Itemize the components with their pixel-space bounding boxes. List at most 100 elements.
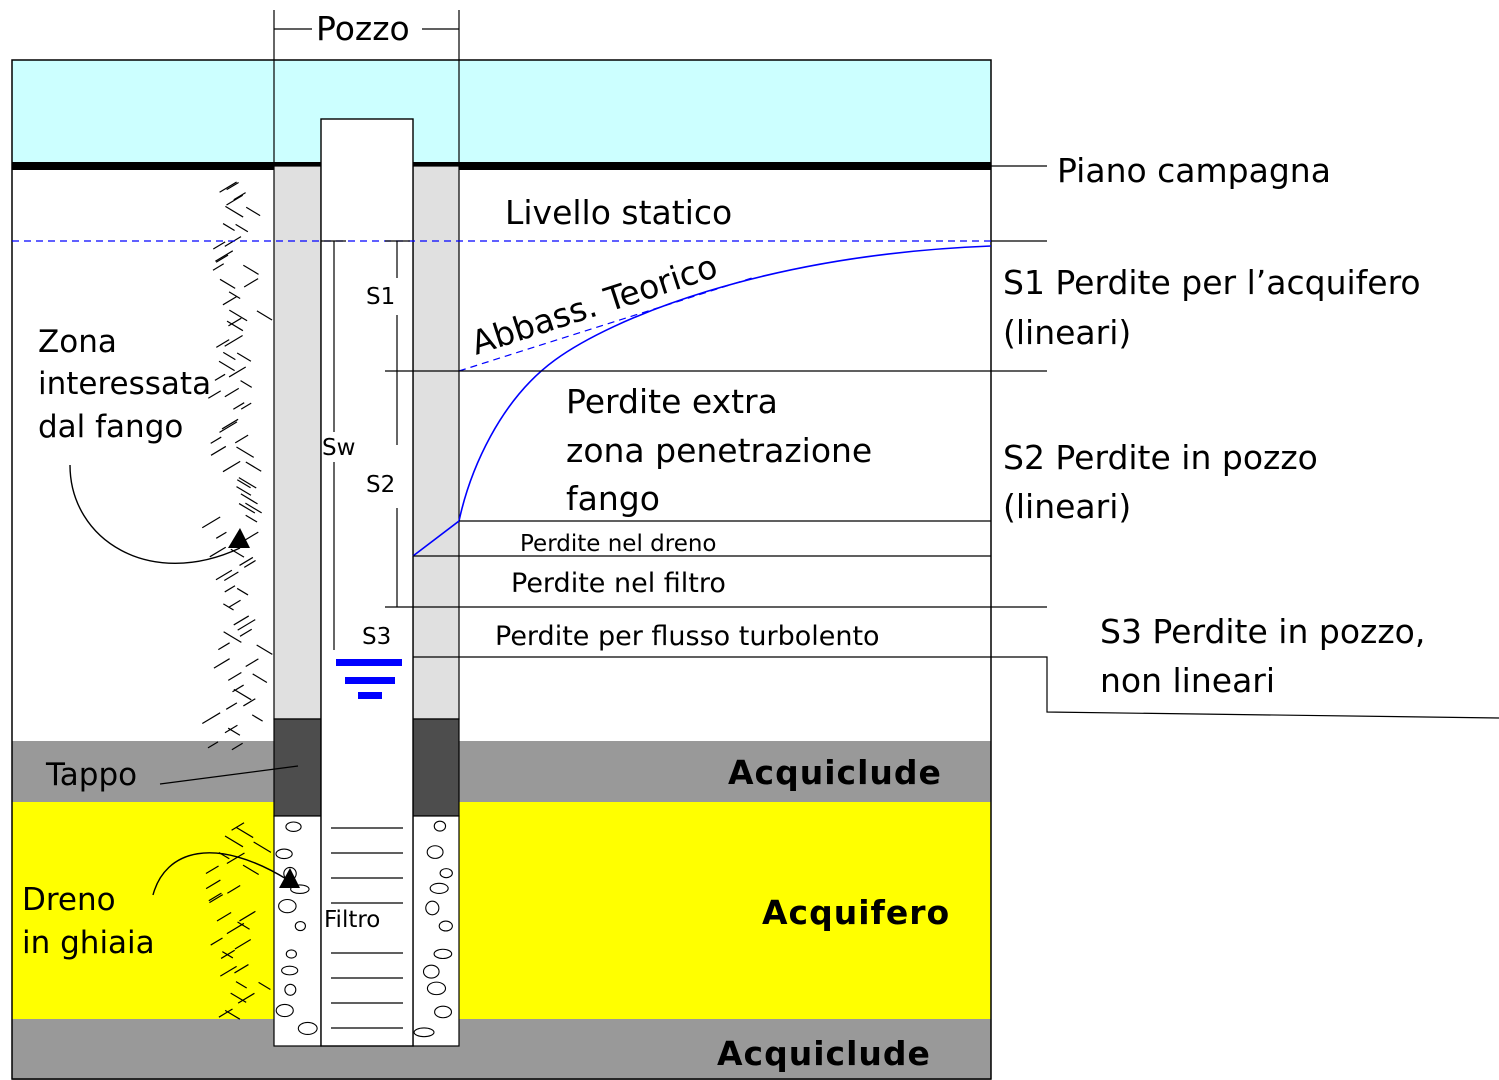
- hatch-mark: [224, 835, 244, 848]
- hatch-mark: [212, 263, 225, 271]
- gravel-pack-left: [273, 815, 322, 1047]
- hatch-mark: [228, 366, 247, 378]
- hatch-mark: [226, 922, 245, 935]
- hatch-mark: [224, 387, 240, 398]
- hatch-mark: [245, 206, 261, 217]
- hatch-mark: [228, 317, 242, 327]
- hatch-mark: [252, 673, 268, 683]
- section-frame: [11, 59, 992, 1080]
- hatch-mark: [222, 223, 235, 231]
- plug-left: [273, 718, 322, 817]
- aquiclude-upper-label: Acquiclude: [728, 753, 942, 792]
- hatch-mark: [231, 742, 243, 751]
- aquifer-layer: [12, 802, 991, 1019]
- gravel-pebble: [433, 820, 447, 832]
- hatch-mark: [218, 642, 230, 651]
- reference-lines: [159, 165, 1499, 785]
- hatch-mark: [224, 585, 236, 593]
- hatch-mark: [220, 965, 237, 977]
- ground-level-label: Piano campagna: [1057, 151, 1331, 190]
- hatch-mark: [245, 514, 258, 523]
- hatch-mark: [226, 852, 245, 865]
- hatch-mark: [236, 446, 255, 458]
- hatch-mark: [240, 380, 253, 388]
- filter-label: Filtro: [324, 907, 380, 933]
- hatch-mark: [251, 714, 263, 722]
- hatch-mark: [243, 278, 259, 288]
- gravel-pebble: [426, 981, 447, 996]
- hatch-mark: [238, 503, 256, 514]
- aquiclude-lower-layer: [12, 1019, 991, 1080]
- hatch-mark: [208, 892, 222, 902]
- hatch-mark: [229, 309, 248, 322]
- hatch-mark: [239, 910, 256, 922]
- hatch-mark: [222, 460, 241, 473]
- hatch-mark: [223, 571, 239, 581]
- hatch-mark: [223, 631, 242, 643]
- hatch-mark: [222, 296, 237, 306]
- hatch-mark: [253, 841, 272, 853]
- hatch-mark: [208, 390, 222, 399]
- extra-zone-label-line1: Perdite extra: [566, 382, 778, 421]
- hatch-mark: [234, 964, 249, 974]
- gravel-drain-label-line2: in ghiaia: [22, 925, 155, 961]
- hatch-mark: [219, 421, 238, 433]
- hatch-mark: [245, 658, 259, 667]
- mud-zone-arrow: [69, 464, 250, 564]
- hatch-mark: [225, 205, 244, 218]
- hatch-mark: [209, 546, 227, 558]
- hatch-mark: [227, 727, 241, 736]
- drawdown-curve: [412, 245, 992, 557]
- hatch-mark: [215, 569, 233, 581]
- hatch-mark: [256, 310, 273, 321]
- gravel-pebble: [439, 868, 453, 879]
- hatch-mark: [237, 619, 256, 631]
- hatch-mark: [244, 531, 259, 541]
- hatch-mark: [205, 865, 219, 875]
- hatch-mark: [224, 724, 238, 734]
- water-level-marker: [336, 659, 402, 699]
- mud-zone-hatching: [201, 181, 273, 1020]
- hatch-mark: [242, 864, 259, 876]
- hatch-mark: [236, 486, 252, 496]
- annulus-right: [412, 165, 460, 720]
- well-casing: [320, 118, 414, 1047]
- static-level-label: Livello statico: [505, 193, 732, 232]
- hatch-mark: [234, 434, 249, 444]
- hatch-mark: [218, 360, 235, 372]
- well-label: Pozzo: [316, 9, 410, 48]
- hatch-mark: [219, 278, 236, 289]
- hatch-mark: [239, 628, 253, 637]
- gravel-drain-arrow: [152, 852, 300, 896]
- hatch-mark: [205, 879, 221, 890]
- hatch-mark: [235, 223, 249, 233]
- s2-label: S2: [366, 472, 395, 498]
- aquiclude-lower-label: Acquiclude: [717, 1034, 931, 1073]
- well-dimension: [273, 10, 460, 166]
- hatch-mark: [210, 445, 227, 456]
- hatch-mark: [237, 992, 255, 1004]
- hatch-mark: [215, 250, 234, 262]
- hatch-mark: [202, 712, 221, 725]
- plug-right: [412, 718, 460, 817]
- gravel-pebble: [290, 884, 310, 895]
- mud-zone-label-line3: dal fango: [38, 409, 183, 445]
- hatch-mark: [210, 436, 222, 444]
- gravel-pebble: [294, 920, 307, 932]
- plug-label: Tappo: [45, 757, 137, 793]
- hatch-mark: [243, 264, 259, 275]
- hatch-mark: [228, 599, 241, 608]
- gravel-pebble: [284, 983, 297, 996]
- mud-zone-label-line1: Zona: [38, 324, 117, 360]
- hatch-mark: [216, 339, 230, 348]
- extra-zone-label-line3: fango: [566, 479, 660, 518]
- s3-description-line1: S3 Perdite in pozzo,: [1100, 612, 1425, 651]
- gravel-pebble: [422, 964, 440, 979]
- hatch-mark: [236, 587, 249, 596]
- hatch-mark: [235, 981, 247, 989]
- soil-layers: [11, 59, 992, 1080]
- hatch-mark: [225, 702, 238, 710]
- sw-label: Sw: [322, 435, 355, 461]
- hatch-mark: [207, 741, 219, 749]
